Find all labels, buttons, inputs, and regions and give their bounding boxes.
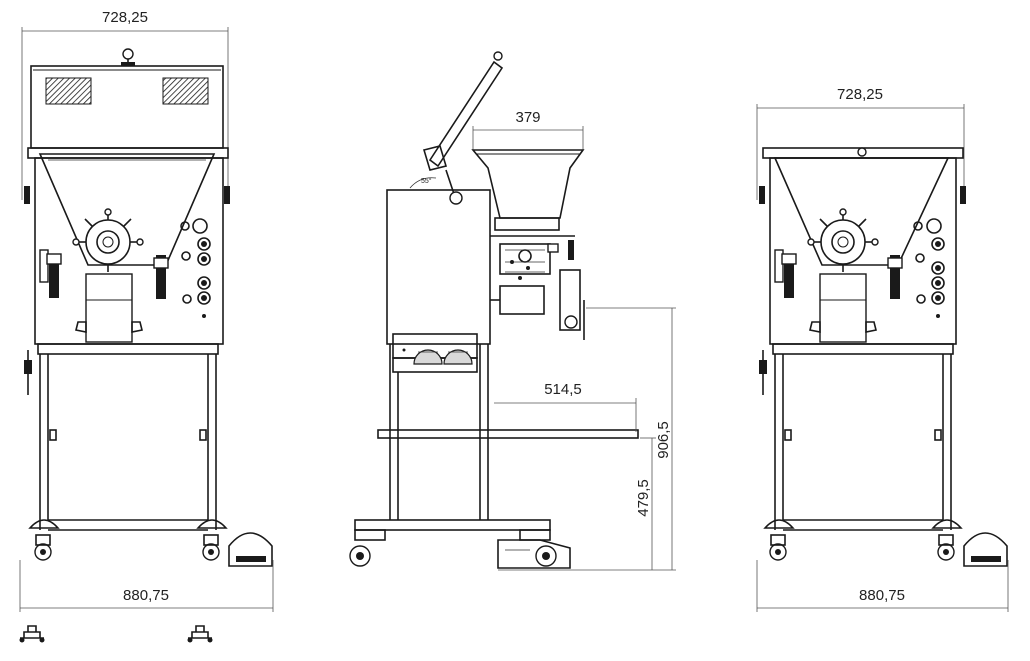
rear-body	[759, 147, 966, 345]
rear-stand	[759, 343, 1008, 567]
side-drawer	[392, 333, 478, 373]
side-tray-length-label: 514,5	[544, 381, 582, 398]
side-body	[386, 149, 585, 345]
front-depth-label: 880,75	[123, 587, 169, 604]
side-view: 379 55°	[349, 51, 676, 571]
rear-depth-label: 880,75	[859, 587, 905, 604]
side-tray-dimension: 514,5	[494, 381, 637, 432]
front-width-label: 728,25	[102, 9, 148, 26]
front-body	[24, 147, 230, 345]
rear-width-dimension: 728,25	[756, 86, 965, 200]
rear-depth-dimension: 880,75	[756, 560, 1009, 612]
rear-control-knobs	[913, 218, 945, 318]
front-control-knobs	[180, 218, 211, 318]
side-hopper-width-label: 379	[515, 109, 540, 126]
rear-view: 728,25	[756, 86, 1009, 612]
front-depth-dimension: 880,75	[19, 560, 274, 612]
side-height-dimensions: 906,5 479,5	[498, 307, 676, 571]
front-stand	[24, 343, 273, 567]
rear-handwheel	[807, 208, 879, 272]
front-handwheel	[72, 208, 144, 272]
side-lid-arm: 55°	[409, 51, 504, 205]
side-stand	[349, 344, 639, 569]
rear-width-label: 728,25	[837, 86, 883, 103]
caster-symbols	[19, 625, 213, 643]
side-total-height-label: 906,5	[655, 421, 672, 459]
side-hopper-dimension: 379	[472, 109, 584, 150]
front-width-dimension: 728,25	[21, 9, 229, 200]
front-lid	[30, 48, 224, 149]
side-tray-height-label: 479,5	[635, 479, 652, 517]
front-view: 728,25	[19, 9, 274, 643]
side-angle-label: 55°	[421, 177, 432, 185]
